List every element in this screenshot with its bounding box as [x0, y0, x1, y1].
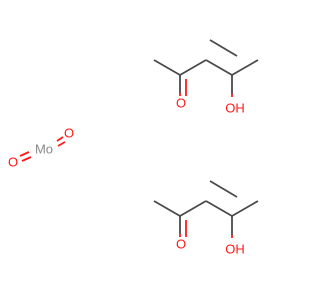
molybdenum-dioxo: Mo O O — [8, 125, 74, 169]
bond-c3-c4-double-lower — [209, 180, 238, 198]
bond-mo-o-left-b — [21, 156, 32, 162]
atom-oxo-oxygen-left: O — [8, 154, 18, 169]
bond-c2-c3-lower — [179, 200, 207, 217]
bond-c3-c4-lower — [205, 200, 233, 217]
atom-hydroxyl-lower: OH — [225, 241, 245, 256]
bond-c3-c4-upper — [205, 59, 233, 76]
bond-mo-o-right-a — [56, 136, 64, 142]
molecule-diagram: O OH O OH Mo O O — [8, 39, 259, 256]
bond-c3-c4-double-upper — [209, 39, 238, 57]
bond-c4-methyl-lower — [231, 200, 259, 217]
atom-ketone-oxygen-lower: O — [176, 236, 186, 251]
bond-c4-methyl-upper — [231, 59, 259, 76]
ligand-lower: O OH — [153, 180, 259, 256]
bond-c2-c3-upper — [179, 59, 207, 76]
atom-molybdenum: Mo — [35, 141, 53, 156]
bond-methyl-c2-upper — [153, 59, 181, 76]
atom-hydroxyl-upper: OH — [225, 100, 245, 115]
atom-oxo-oxygen-right: O — [64, 125, 74, 140]
bond-methyl-c2-lower — [153, 200, 181, 217]
ligand-upper: O OH — [153, 39, 259, 115]
atom-ketone-oxygen-upper: O — [176, 95, 186, 110]
bond-mo-o-right-b — [57, 141, 66, 147]
bond-mo-o-left-a — [19, 151, 30, 157]
